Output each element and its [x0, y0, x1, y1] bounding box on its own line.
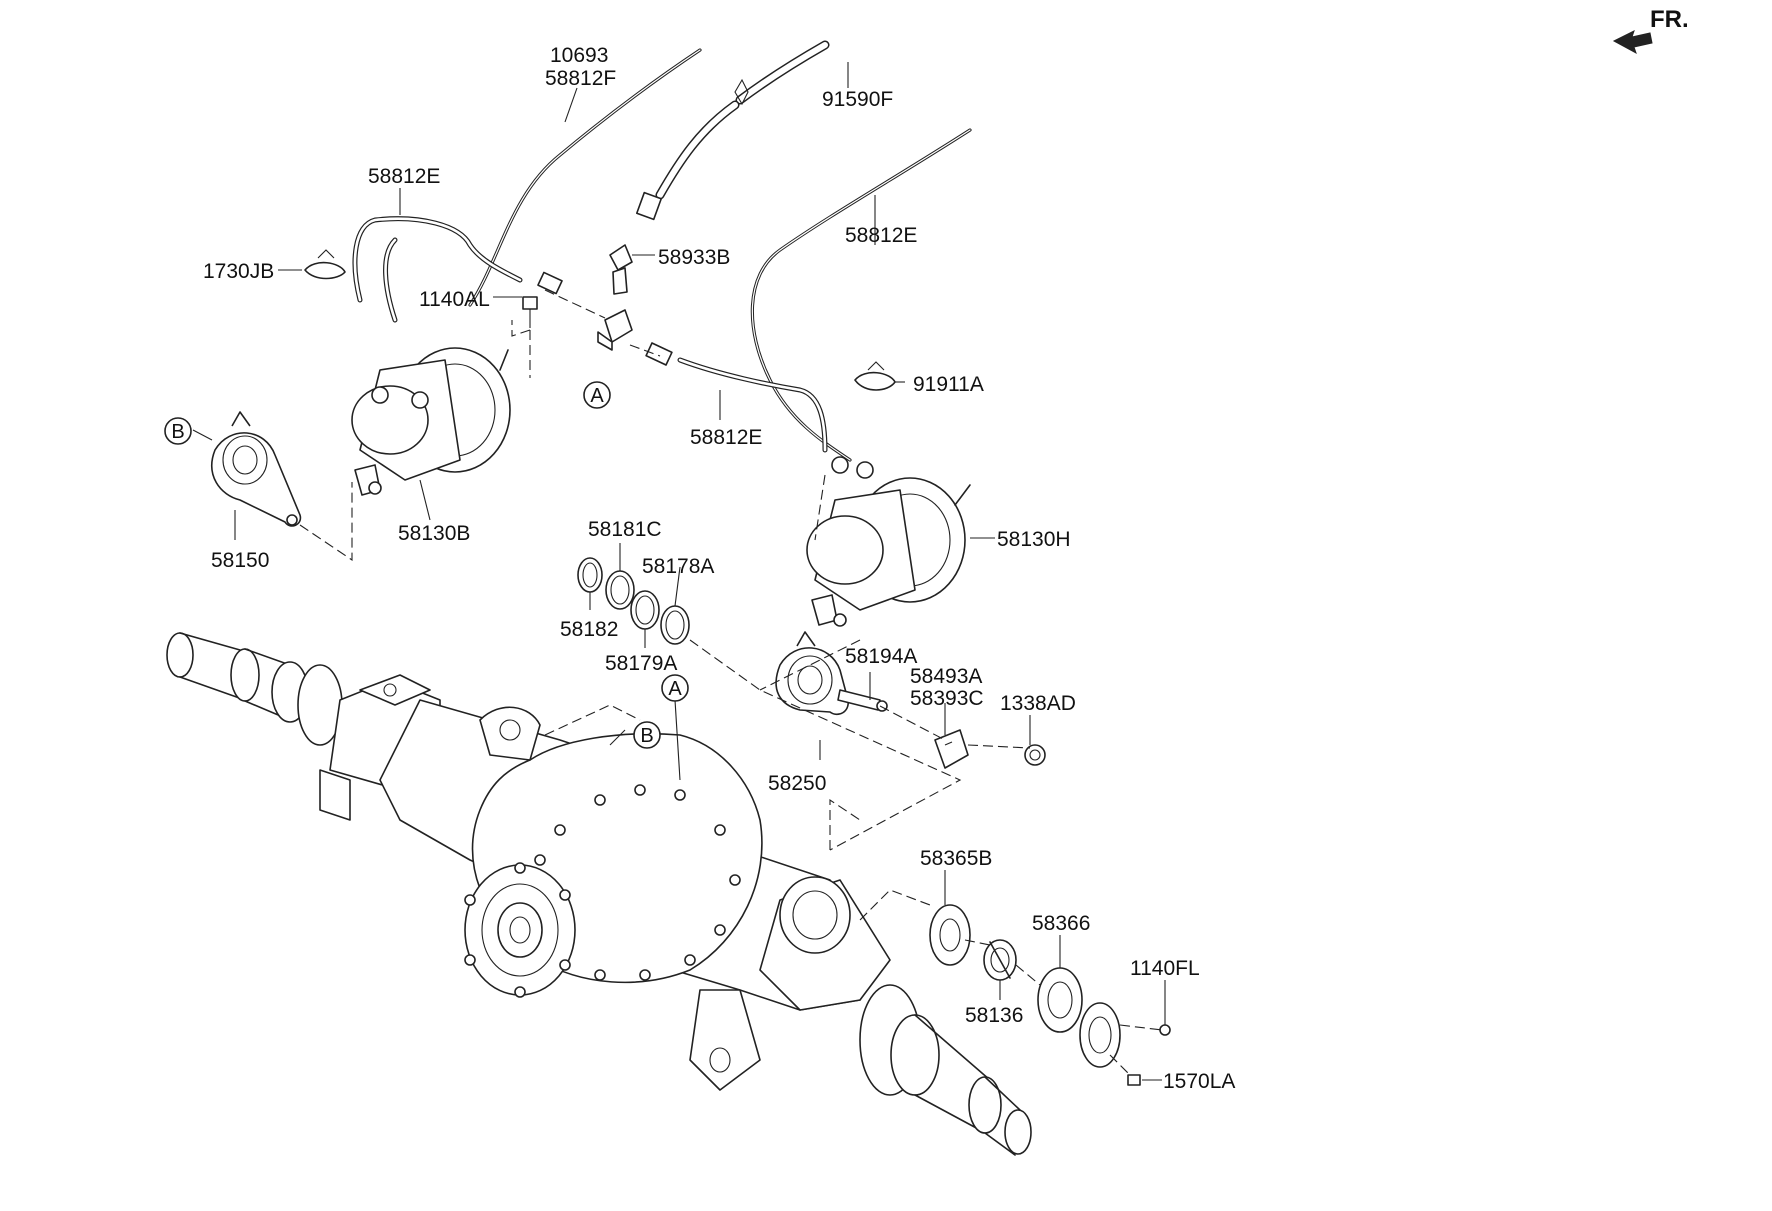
- upper-mount-pad: [479, 706, 541, 761]
- gasket-58366: [1037, 967, 1083, 1033]
- tee-block-A: [597, 309, 633, 351]
- callout-a-top-text: A: [590, 385, 604, 407]
- label-58365B: 58365B: [920, 847, 992, 870]
- fittings-top: [304, 244, 896, 391]
- hub-parts-right: [929, 904, 1171, 1086]
- rear-axle-housing: [166, 632, 1032, 1156]
- callout-a-top: A: [583, 381, 611, 409]
- hoses-and-lines: [352, 40, 972, 462]
- fitting-1140AL: [522, 296, 538, 328]
- label-1140AL: 1140AL: [419, 288, 490, 311]
- bolt-1140FL: [1159, 1024, 1171, 1036]
- slack-adjuster-58150: [211, 411, 302, 527]
- label-58812E-right: 58812E: [845, 224, 917, 247]
- snap-ring-58182: [577, 557, 603, 593]
- differential-carrier: [464, 732, 763, 998]
- bearing-58136: [983, 939, 1017, 981]
- label-58250: 58250: [768, 772, 826, 795]
- fitting-union-left: [537, 271, 563, 295]
- label-58366: 58366: [1032, 912, 1090, 935]
- label-58178A: 58178A: [642, 555, 714, 578]
- label-58179A: 58179A: [605, 652, 677, 675]
- hose-91590F: [635, 40, 830, 221]
- leader-lines: [192, 62, 1166, 1081]
- washer-58178A: [660, 605, 690, 645]
- washer-58181C: [605, 570, 635, 610]
- front-direction-indicator: FR.: [1612, 6, 1689, 55]
- label-58130H: 58130H: [997, 528, 1071, 551]
- label-1140FL: 1140FL: [1130, 957, 1200, 980]
- label-58812E-upper-left: 58812E: [368, 165, 440, 188]
- label-91590F: 91590F: [822, 88, 893, 111]
- right-axle-spindle: [859, 984, 1032, 1156]
- brake-chamber-58130B: [351, 347, 511, 496]
- brake-line-58812E-lower: [677, 357, 828, 453]
- label-1338AD: 1338AD: [1000, 692, 1076, 715]
- brake-line-58812F: [468, 48, 702, 307]
- arrow-left-icon: [1612, 30, 1653, 55]
- label-58194A: 58194A: [845, 645, 917, 668]
- callout-a-axle: A: [661, 674, 689, 702]
- callout-b-left: B: [164, 417, 192, 445]
- brake-chamber-58130H: [806, 456, 971, 627]
- callout-b-left-text: B: [171, 421, 184, 443]
- front-label: FR.: [1650, 6, 1689, 33]
- callout-b-axle: B: [633, 721, 661, 749]
- label-58130B: 58130B: [398, 522, 470, 545]
- label-58181C: 58181C: [588, 518, 662, 541]
- fitting-union-right: [645, 342, 673, 366]
- label-58150: 58150: [211, 549, 269, 572]
- callout-a-axle-text: A: [668, 678, 682, 700]
- brake-line-58812E-right: [750, 128, 972, 462]
- label-58493A: 58493A: [910, 665, 982, 688]
- clip-1730JB: [304, 249, 346, 280]
- callout-b-axle-text: B: [640, 725, 653, 747]
- label-58812F: 58812F: [545, 67, 616, 90]
- seal-58365B: [929, 904, 971, 966]
- label-58393C: 58393C: [910, 687, 984, 710]
- cover-1140FL: [1079, 1002, 1121, 1068]
- right-flange-boss: [779, 876, 851, 954]
- part-labels: 10693 58812F 91590F 58812E 1730JB 1140AL…: [203, 44, 1235, 1093]
- label-91911A: 91911A: [913, 373, 984, 396]
- label-58812E-lower: 58812E: [690, 426, 762, 449]
- fitting-58933B: [609, 244, 633, 295]
- label-10693: 10693: [550, 44, 608, 67]
- left-axle-spindle: [166, 632, 343, 746]
- label-58136: 58136: [965, 1004, 1023, 1027]
- brake-line-58812E-upper-left: [352, 216, 523, 323]
- plug-1570LA: [1127, 1074, 1141, 1086]
- assembly-guide-lines: [299, 289, 1163, 1076]
- label-1730JB: 1730JB: [203, 260, 274, 283]
- nut-1338AD: [1024, 744, 1046, 766]
- label-58933B: 58933B: [658, 246, 730, 269]
- slack-adjuster-58250: [775, 631, 849, 716]
- label-1570LA: 1570LA: [1163, 1070, 1235, 1093]
- washer-58179A: [630, 590, 660, 630]
- label-58182: 58182: [560, 618, 618, 641]
- clip-91911A: [854, 361, 896, 391]
- bracket-58493A: [934, 729, 969, 769]
